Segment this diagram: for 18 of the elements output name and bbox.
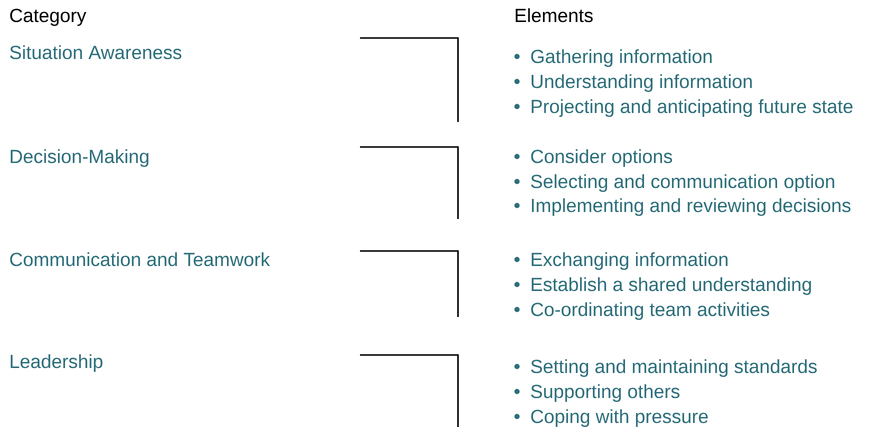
element-text: Co-ordinating team activities [531, 302, 770, 320]
element-text: Exchanging information [532, 252, 728, 270]
category-label: Communication and Teamwork [10, 252, 270, 266]
element-text: Setting and maintaining standards [531, 359, 817, 377]
column-header: Category [10, 8, 86, 26]
element-text: Understanding information [532, 74, 752, 92]
element-text: Establish a shared understanding [532, 277, 811, 295]
element-text: Gathering information [531, 49, 712, 67]
element-text: Consider options [531, 149, 672, 167]
element-text: Implementing and reviewing decisions [532, 198, 850, 216]
category-label: Situation Awareness [10, 45, 182, 60]
category-label: Decision-Making [10, 149, 148, 167]
category-label: Leadership [10, 354, 102, 372]
column-header: Elements [516, 8, 593, 22]
element-text: Supporting others [531, 384, 680, 402]
element-text: Selecting and communication option [531, 174, 834, 192]
element-text: Projecting and anticipating future state [532, 99, 852, 117]
element-text: Coping with pressure [531, 409, 708, 427]
